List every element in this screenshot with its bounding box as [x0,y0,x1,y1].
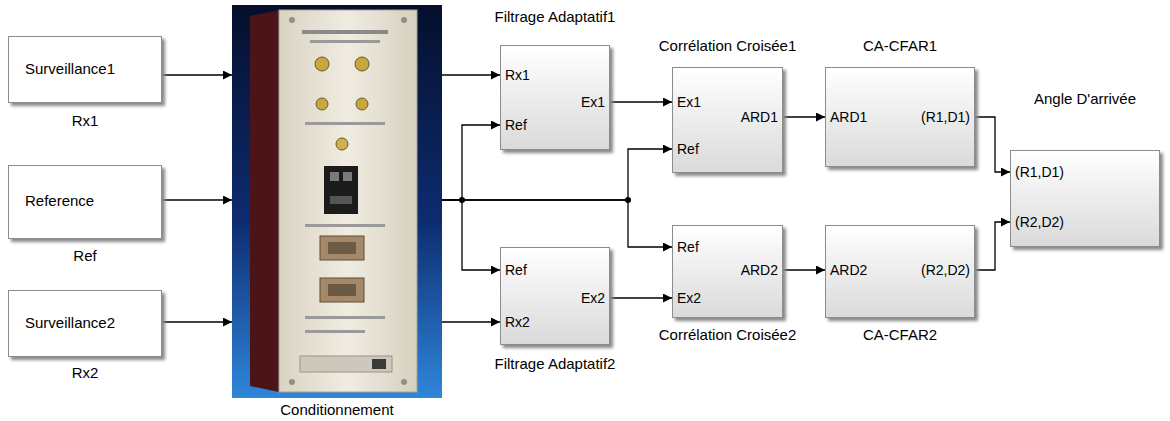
port-label: (R1,D1) [1015,164,1064,180]
process-block: RefRx2Ex2Filtrage Adaptatif2 [500,247,610,345]
panel-marking [302,30,388,34]
block-name: Corrélation Croisée1 [659,37,797,55]
display-key [330,196,352,204]
panel-marking [305,122,385,125]
connector-jack [336,138,348,150]
signal-line [162,74,232,75]
port-label: (R2,D2) [921,262,970,278]
block-label: Surveillance1 [25,60,115,78]
port-label: ARD1 [741,109,778,125]
panel-marking [310,40,380,43]
panel-screw [401,17,407,23]
port-label: Ex1 [581,94,605,110]
signal-line [610,297,672,298]
module-front-panel [279,10,417,392]
connector-jack [356,98,368,110]
port-label: Ex1 [677,94,701,110]
panel-marking [305,316,385,319]
signal-line [783,269,825,270]
process-block: Filtrage Adaptatif1Rx1RefEx1 [500,45,610,150]
process-block: Angle D'arrivée(R1,D1)(R2,D2) [1010,150,1160,247]
module-side [250,10,279,392]
hardware-photo: Conditionnement [232,5,442,398]
signal-line [442,200,500,270]
process-block: Corrélation Croisée1Ex1RefARD1 [672,67,783,173]
block-name: Corrélation Croisée2 [659,326,797,344]
connector-jack [315,57,329,71]
panel-screw [289,17,295,23]
port-label: Ref [677,141,699,157]
port-label: Ref [505,117,527,133]
block-name: Angle D'arrivée [1034,90,1136,108]
block-name: Rx2 [72,364,99,382]
process-block: CA-CFAR1ARD1(R1,D1) [825,67,975,167]
signal-line [442,125,500,200]
panel-label [372,359,386,369]
panel-handle [300,356,392,372]
process-block: ARD2(R2,D2)CA-CFAR2 [825,225,975,318]
panel-marking [305,224,385,227]
source-block: Surveillance1Rx1 [8,36,162,103]
signal-line [442,200,672,247]
connector-block [320,278,364,302]
connector-block [328,284,356,296]
connector-jack [316,98,328,110]
port-label: ARD2 [741,262,778,278]
source-block: ReferenceRef [8,165,162,239]
block-name: CA-CFAR2 [863,326,937,344]
panel-screw [289,379,295,385]
connector-jack [355,57,369,71]
process-block: RefEx2ARD2Corrélation Croisée2 [672,225,783,318]
panel-display [324,166,358,214]
signal-line [442,321,500,322]
port-label: Rx1 [505,67,530,83]
block-name: CA-CFAR1 [863,37,937,55]
port-label: Ex2 [581,290,605,306]
block-name: Ref [73,247,96,265]
connector-block [320,236,364,260]
signal-line [783,116,825,117]
block-name: Filtrage Adaptatif2 [495,355,616,373]
port-label: (R2,D2) [1015,214,1064,230]
signal-line [162,199,232,200]
port-label: ARD2 [830,262,867,278]
port-label: (R1,D1) [921,109,970,125]
port-label: Ref [677,239,699,255]
signal-line [975,117,1010,172]
port-label: Ref [505,262,527,278]
block-name: Conditionnement [280,401,393,419]
block-name: Filtrage Adaptatif1 [495,8,616,26]
signal-line [442,74,500,75]
connector-block [328,242,356,254]
port-label: ARD1 [830,109,867,125]
port-label: Ex2 [677,290,701,306]
signal-line [442,149,672,200]
signal-line [162,321,232,322]
block-name: Rx1 [72,112,99,130]
block-label: Reference [25,192,94,210]
photo-background [232,5,442,398]
display-key [343,172,352,181]
panel-screw [401,379,407,385]
signal-line [975,222,1010,270]
panel-marking [305,330,365,333]
block-label: Surveillance2 [25,314,115,332]
source-block: Surveillance2Rx2 [8,290,162,357]
port-label: Rx2 [505,314,530,330]
display-key [330,172,339,181]
signal-line [610,101,672,102]
